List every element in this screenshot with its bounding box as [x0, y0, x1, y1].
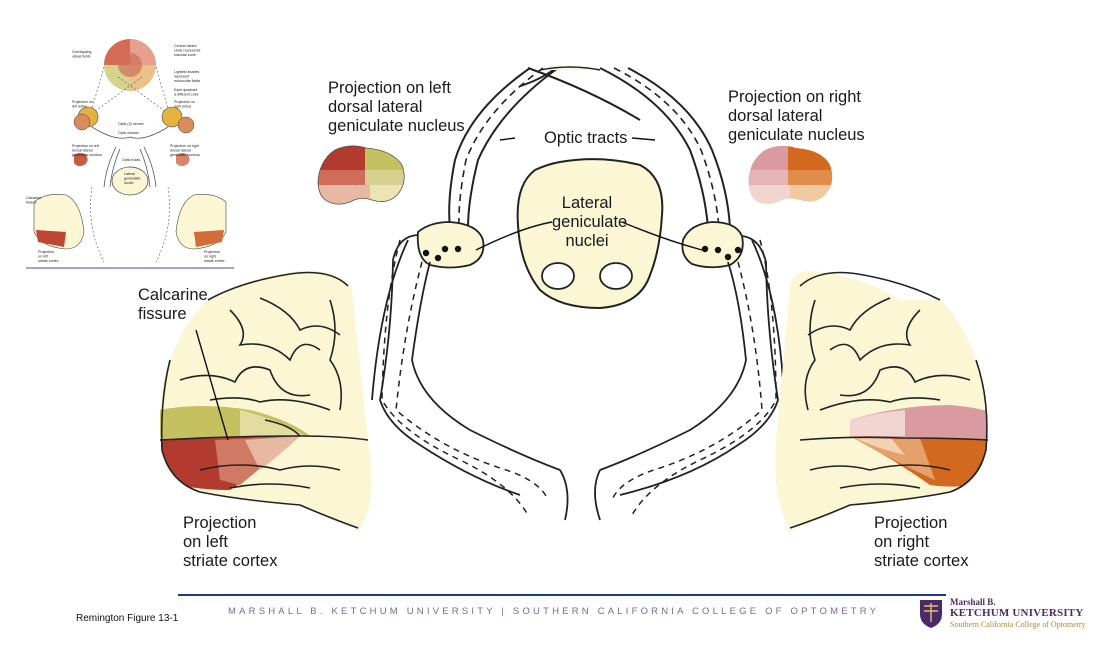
thumb-optic-nerves: Optic (II) nerves — [118, 122, 144, 126]
brand-line-3: Southern California College of Optometry — [950, 620, 1086, 629]
figure-citation: Remington Figure 13-1 — [76, 613, 179, 624]
right-dlgn-projection — [748, 145, 833, 205]
brand-line-2: KETCHUM UNIVERSITY — [950, 607, 1084, 619]
right-lgn-body — [681, 221, 744, 269]
footer-rule — [178, 594, 946, 596]
institution-name: MARSHALL B. KETCHUM UNIVERSITY | SOUTHER… — [228, 606, 880, 617]
left-lgn-body — [416, 221, 485, 269]
brand-line-1: Marshall B. — [950, 597, 996, 607]
left-dlgn-projection — [318, 145, 405, 205]
left-brain-hemisphere — [159, 270, 372, 530]
label-optic-tracts: Optic tracts — [541, 129, 631, 148]
thumb-optic-chiasm: Optic chiasm — [118, 131, 139, 135]
lateral-geniculate-body — [516, 158, 664, 310]
university-crest-icon — [920, 600, 942, 628]
right-brain-hemisphere — [775, 270, 989, 530]
left-optic-radiation — [371, 234, 569, 521]
thumb-optic-tracts: Optic tracts — [122, 158, 140, 162]
